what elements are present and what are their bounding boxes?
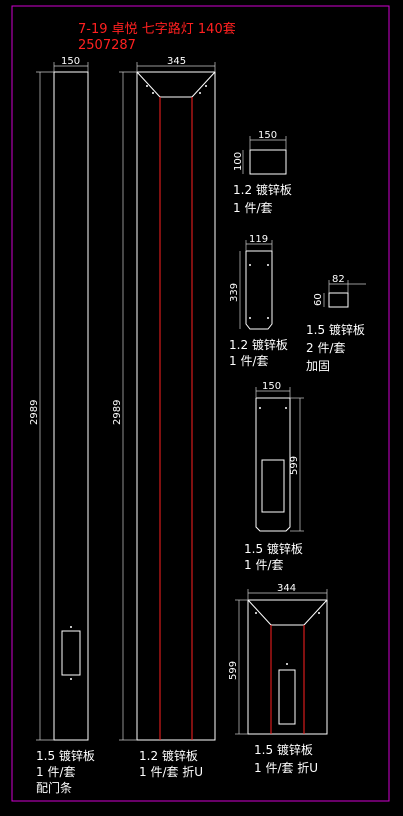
drawing-title: 7-19 卓悦 七字路灯 140套	[78, 21, 236, 37]
part-6-spec: 1.5 镀锌板	[244, 542, 303, 556]
part-3-qty: 1 件/套	[233, 201, 273, 215]
part-7-width: 344	[277, 583, 296, 594]
part-1-door-hole	[61, 630, 81, 676]
part-1-spec: 1.5 镀锌板	[36, 749, 95, 763]
part-7-qty: 1 件/套 折U	[254, 760, 318, 775]
part-6-plate: 150 599	[255, 381, 304, 532]
part-4-plate: 119 339	[229, 234, 273, 330]
part-7-hole	[278, 669, 296, 725]
drawing-frame	[11, 5, 390, 802]
part-1-qty: 1 件/套	[36, 765, 76, 779]
part-5-qty: 2 件/套	[306, 341, 346, 355]
part-3-spec: 1.2 镀锌板	[233, 183, 292, 197]
part-4-width: 119	[249, 234, 268, 245]
part-2-qty: 1 件/套 折U	[139, 764, 203, 779]
part-6-width: 150	[262, 381, 281, 392]
part-2-height: 2989	[112, 400, 123, 425]
part-3-height: 100	[233, 152, 244, 171]
part-2-width: 345	[167, 56, 186, 67]
drawing-code: 2507287	[78, 38, 136, 53]
part-1-width: 150	[61, 56, 80, 67]
part-1-height: 2989	[29, 400, 40, 425]
part-1-note: 配门条	[36, 780, 72, 795]
part-4-height: 339	[229, 283, 240, 302]
part-4-qty: 1 件/套	[229, 354, 269, 368]
part-5-height: 60	[313, 293, 324, 306]
part-5-reinforce: 82 60	[313, 274, 366, 308]
part-6-qty: 1 件/套	[244, 558, 284, 572]
part-5-note: 加固	[306, 359, 330, 373]
part-5-width: 82	[332, 274, 345, 285]
part-4-spec: 1.2 镀锌板	[229, 338, 288, 352]
part-3-width: 150	[258, 130, 277, 141]
part-2-spec: 1.2 镀锌板	[139, 749, 198, 763]
part-2-panel: 345 2989	[112, 56, 216, 741]
part-1-strip: 150 2989	[29, 56, 89, 741]
part-7-panel: 344 599	[228, 583, 328, 735]
part-5-spec: 1.5 镀锌板	[306, 323, 365, 337]
part-6-hole	[261, 459, 285, 513]
part-7-height: 599	[228, 661, 239, 680]
part-7-spec: 1.5 镀锌板	[254, 743, 313, 757]
part-3-plate: 150 100	[233, 130, 287, 175]
part-6-height: 599	[289, 456, 300, 475]
